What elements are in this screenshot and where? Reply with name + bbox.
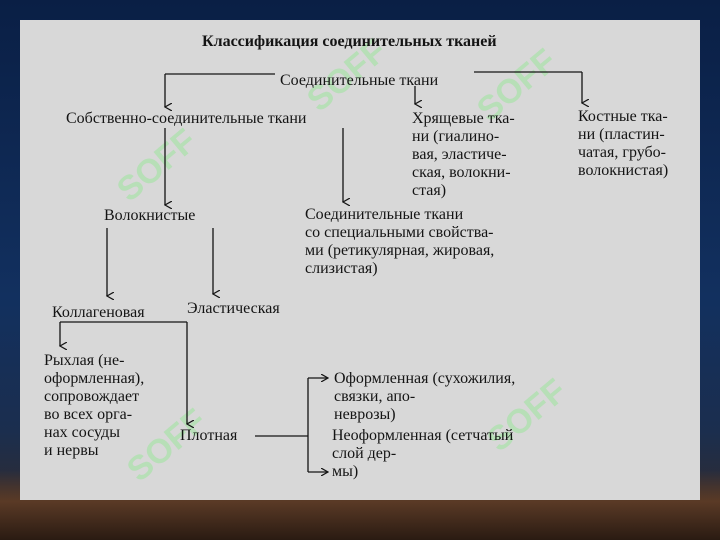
- node-loose: Рыхлая (не- оформленная), сопровождает в…: [44, 352, 145, 459]
- node-formed: Оформленная (сухожилия, связки, апо- нев…: [334, 370, 516, 423]
- node-unformed: Неоформленная (сетчатый слой дер- мы): [332, 427, 514, 480]
- node-fibrous: Волокнистые: [104, 207, 196, 224]
- node-elastic: Эластическая: [187, 300, 280, 317]
- node-collagen: Коллагеновая: [52, 304, 145, 321]
- node-dense: Плотная: [180, 427, 238, 444]
- node-root: Соединительные ткани: [280, 72, 439, 89]
- node-cartilage: Хрящевые тка- ни (гиалино- вая, эластиче…: [412, 110, 515, 199]
- diagram-title: Классификация соединительных тканей: [202, 33, 497, 50]
- node-proper: Собственно-соединительные ткани: [66, 110, 307, 127]
- node-bone: Костные тка- ни (пластин- чатая, грубо- …: [578, 108, 669, 179]
- node-special: Соединительные ткани со специальными сво…: [305, 206, 495, 277]
